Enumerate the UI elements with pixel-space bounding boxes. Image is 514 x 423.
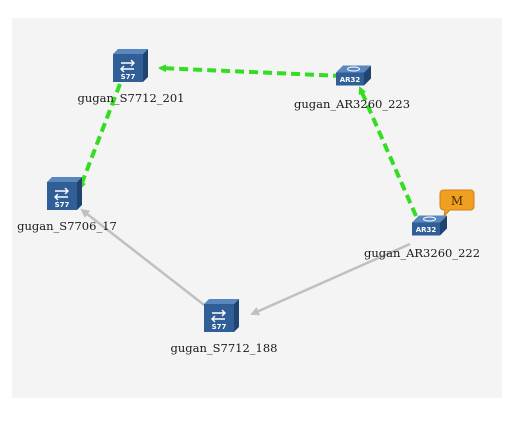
- device-model-text: AR32: [416, 226, 437, 234]
- switch-arrows-icon: [211, 309, 226, 323]
- switch-side-face: [77, 177, 82, 210]
- link-ar223-s201[interactable]: [158, 64, 343, 78]
- switch-front-face: [113, 54, 143, 82]
- node-label: gugan_S7712_201: [78, 91, 185, 105]
- switch-side-face: [143, 49, 148, 82]
- node-s17[interactable]: S77 gugan_S7706_17: [17, 177, 117, 233]
- device-model-text: S77: [212, 323, 227, 331]
- router-side-face: [364, 65, 371, 86]
- node-label: gugan_S7712_188: [171, 341, 278, 355]
- node-label: gugan_S7706_17: [17, 219, 117, 233]
- node-ar223[interactable]: AR32 gugan_AR3260_223: [294, 65, 410, 112]
- node-s188[interactable]: S77 gugan_S7712_188: [171, 299, 278, 355]
- switch-front-face: [47, 182, 77, 210]
- topology-diagram: S77gugan_S7712_201AR32gugan_AR3260_223S7…: [17, 49, 480, 355]
- link-ar222-ar223[interactable]: [358, 86, 418, 217]
- device-model-text: S77: [55, 201, 70, 209]
- switch-front-face: [204, 304, 234, 332]
- monitor-badge-bubble[interactable]: [439, 189, 475, 218]
- node-label: gugan_AR3260_223: [294, 97, 410, 111]
- switch-side-face: [234, 299, 239, 332]
- link-s17-s188[interactable]: [80, 208, 209, 309]
- switch-arrows-icon: [120, 59, 135, 73]
- switch-top-face: [113, 49, 148, 54]
- node-s201[interactable]: S77 gugan_S7712_201: [78, 49, 185, 105]
- switch-top-face: [47, 177, 82, 182]
- node-label: gugan_AR3260_222: [364, 246, 480, 260]
- router-front-face: [336, 72, 364, 86]
- link-ar222-s188[interactable]: [250, 242, 411, 316]
- link-s201-s17[interactable]: [78, 83, 122, 190]
- router-top-face: [336, 65, 371, 73]
- router-symbol-icon: [347, 66, 360, 72]
- device-model-text: AR32: [340, 76, 361, 84]
- router-side-face: [440, 215, 447, 236]
- router-front-face: [412, 222, 440, 236]
- switch-arrows-icon: [54, 187, 69, 201]
- device-model-text: S77: [121, 73, 136, 81]
- router-symbol-icon: [423, 216, 436, 222]
- switch-top-face: [204, 299, 239, 304]
- router-top-face: [412, 215, 447, 223]
- monitor-badge-text: M: [451, 194, 463, 208]
